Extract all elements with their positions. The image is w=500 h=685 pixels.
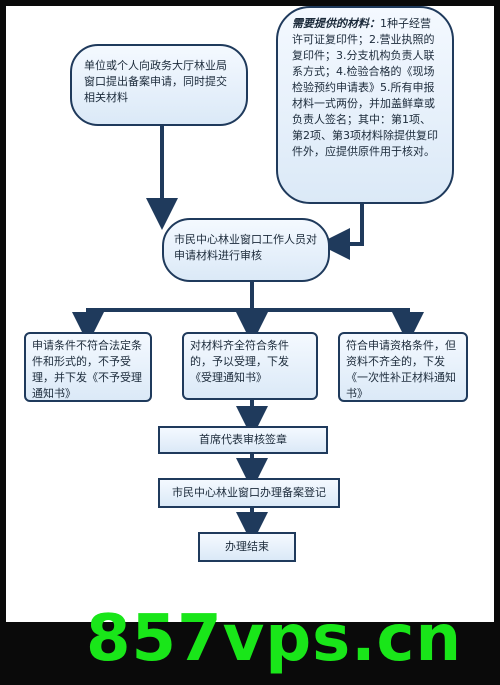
reject-text: 申请条件不符合法定条件和形式的，不予受理，并下发《不予受理通知书》 <box>32 339 142 400</box>
end-node: 办理结束 <box>198 532 296 562</box>
accept-node: 对材料齐全符合条件的，予以受理，下发《受理通知书》 <box>182 332 318 400</box>
sign-node: 首席代表审核签章 <box>158 426 328 454</box>
end-text: 办理结束 <box>225 540 269 553</box>
materials-text: 1种子经营许可证复印件；2.营业执照的复印件；3.分支机构负责人联系方式；4.检… <box>292 17 438 158</box>
review-text: 市民中心林业窗口工作人员对申请材料进行审核 <box>174 233 317 262</box>
watermark-logo: 857vps.cn <box>86 602 463 676</box>
materials-label: 需要提供的材料： <box>292 17 380 30</box>
supplement-node: 符合申请资格条件，但资料不齐全的，下发《一次性补正材料通知书》 <box>338 332 468 402</box>
sign-text: 首席代表审核签章 <box>199 433 287 446</box>
flowchart-canvas: 单位或个人向政务大厅林业局窗口提出备案申请，同时提交相关材料 需要提供的材料：1… <box>6 6 494 622</box>
supplement-text: 符合申请资格条件，但资料不齐全的，下发《一次性补正材料通知书》 <box>346 339 456 400</box>
register-text: 市民中心林业窗口办理备案登记 <box>172 486 326 499</box>
reject-node: 申请条件不符合法定条件和形式的，不予受理，并下发《不予受理通知书》 <box>24 332 152 402</box>
connector-arrows <box>72 123 424 544</box>
apply-text: 单位或个人向政务大厅林业局窗口提出备案申请，同时提交相关材料 <box>84 59 227 104</box>
materials-node: 需要提供的材料：1种子经营许可证复印件；2.营业执照的复印件；3.分支机构负责人… <box>276 6 454 204</box>
apply-node: 单位或个人向政务大厅林业局窗口提出备案申请，同时提交相关材料 <box>70 44 248 126</box>
review-node: 市民中心林业窗口工作人员对申请材料进行审核 <box>162 218 330 282</box>
register-node: 市民中心林业窗口办理备案登记 <box>158 478 340 508</box>
accept-text: 对材料齐全符合条件的，予以受理，下发《受理通知书》 <box>190 339 289 384</box>
arrow-materials-to-review <box>318 204 364 260</box>
